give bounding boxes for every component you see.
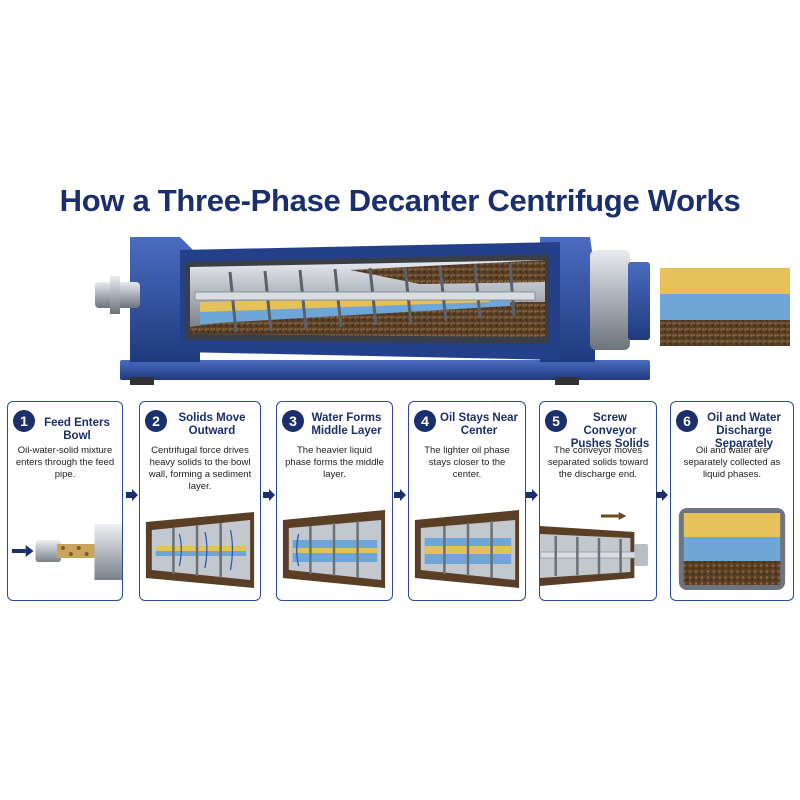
step-card-3: 3 Water Forms Middle Layer The heavier l… <box>276 401 393 601</box>
page-title: How a Three-Phase Decanter Centrifuge Wo… <box>59 183 741 218</box>
step-number-badge: 1 <box>13 410 35 432</box>
step-title: Solids Move Outward <box>178 412 246 437</box>
step-title: Water Forms Middle Layer <box>311 412 382 437</box>
screw-conveyor-illustration <box>540 504 656 594</box>
step-title: Feed Enters Bowl <box>44 417 110 442</box>
step-number-badge: 2 <box>145 410 167 432</box>
arrow-right-icon <box>126 489 138 501</box>
step-description: The heavier liquid phase forms the middl… <box>285 445 384 480</box>
arrow-right-icon <box>656 489 668 501</box>
decanter-centrifuge-illustration <box>90 232 790 388</box>
step-description: Centrifugal force drives heavy solids to… <box>148 445 252 492</box>
step-card-5: 5 Screw Conveyor Pushes Solids The conve… <box>539 401 657 601</box>
step-description: Oil and water are separately collected a… <box>683 445 781 480</box>
step-card-6: 6 Oil and Water Discharge Separately Oil… <box>670 401 794 601</box>
arrow-right-icon <box>526 489 538 501</box>
arrow-right-icon <box>263 489 275 501</box>
step-description: The conveyor moves separated solids towa… <box>547 445 649 480</box>
step-description: Oil-water-solid mixture enters through t… <box>15 445 115 480</box>
step-number-badge: 5 <box>545 410 567 432</box>
step-number-badge: 3 <box>282 410 304 432</box>
step-card-2: 2 Solids Move Outward Centrifugal force … <box>139 401 261 601</box>
step-title: Oil Stays Near Center <box>440 412 518 437</box>
water-layer-illustration <box>277 504 392 594</box>
feed-pipe-illustration <box>8 504 122 594</box>
solids-outward-illustration <box>140 504 260 594</box>
step-description: The lighter oil phase stays closer to th… <box>424 445 510 480</box>
step-number-badge: 4 <box>414 410 436 432</box>
step-title: Screw Conveyor Pushes Solids <box>570 412 650 450</box>
oil-center-illustration <box>409 504 525 594</box>
step-card-1: 1 Feed Enters Bowl Oil-water-solid mixtu… <box>7 401 123 601</box>
phase-discharge-illustration <box>671 504 793 594</box>
step-number-badge: 6 <box>676 410 698 432</box>
arrow-right-icon <box>394 489 406 501</box>
step-card-4: 4 Oil Stays Near Center The lighter oil … <box>408 401 526 601</box>
step-title: Oil and Water Discharge Separately <box>707 412 781 450</box>
